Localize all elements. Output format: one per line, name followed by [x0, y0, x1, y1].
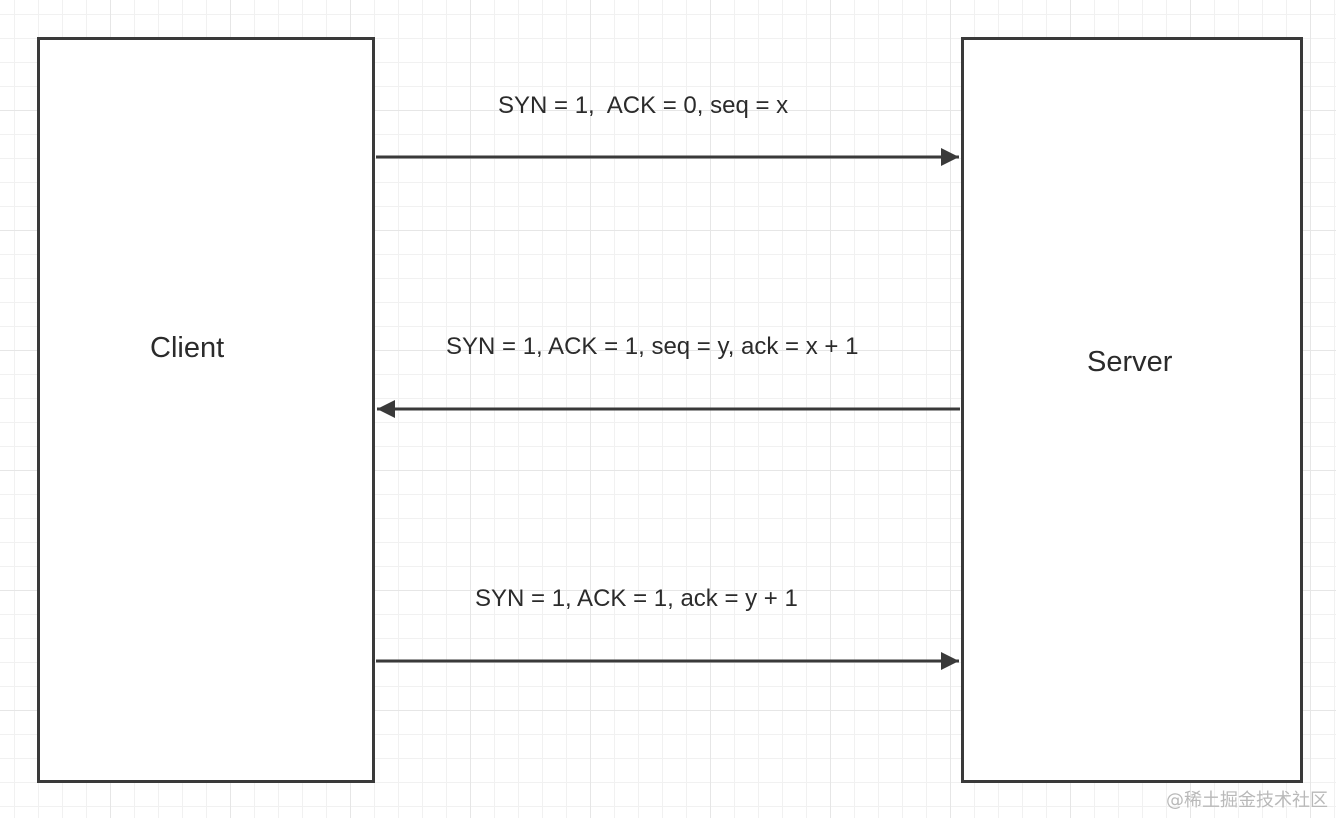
server-box[interactable]: Server	[961, 37, 1303, 783]
client-label: Client	[150, 332, 225, 364]
edge-label-syn-ack: SYN = 1, ACK = 1, seq = y, ack = x + 1	[446, 333, 859, 360]
watermark-text: @稀土掘金技术社区	[1166, 790, 1328, 811]
edge-label-ack: SYN = 1, ACK = 1, ack = y + 1	[475, 585, 798, 612]
edge-label-syn: SYN = 1, ACK = 0, seq = x	[498, 92, 789, 119]
client-box[interactable]: Client	[37, 37, 375, 783]
server-label: Server	[1087, 346, 1173, 378]
